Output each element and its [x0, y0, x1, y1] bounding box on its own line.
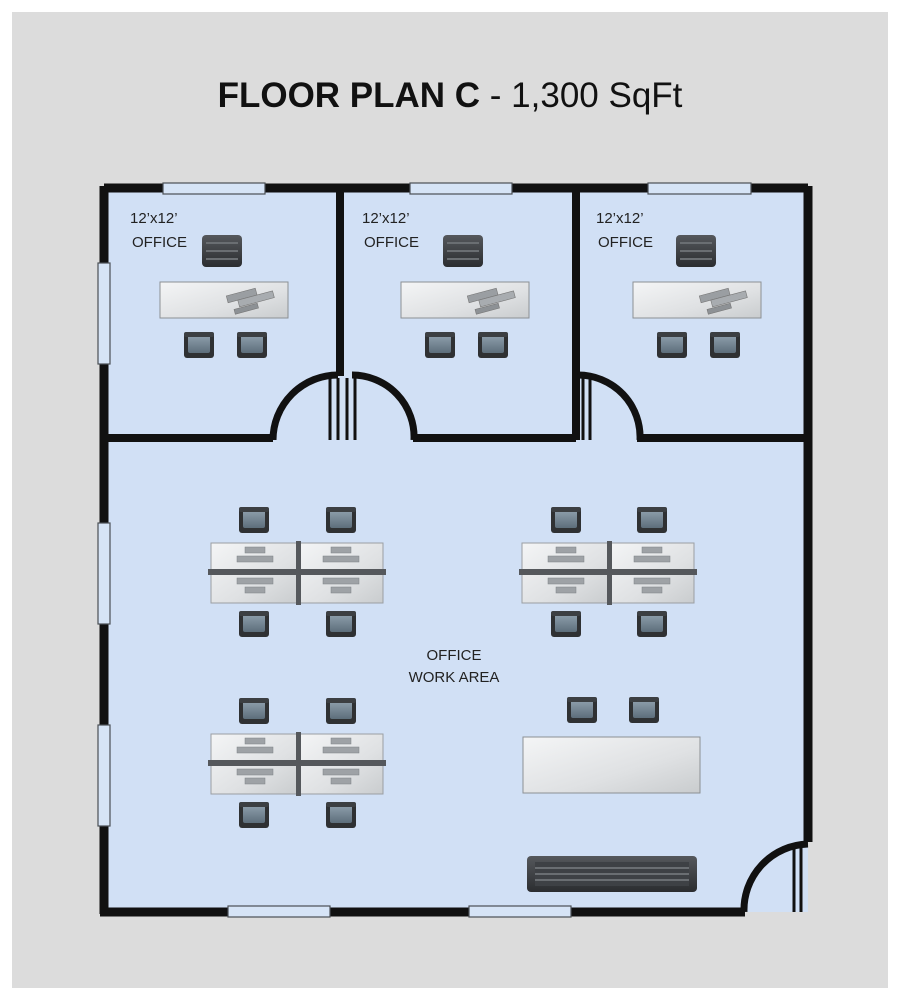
office-3-size: 12’x12’: [596, 210, 644, 227]
office-desk-icon: [632, 281, 762, 319]
office-chair-icon: [675, 234, 717, 268]
task-chair-icon: [551, 507, 581, 533]
task-chair-icon: [637, 611, 667, 637]
workstation-desk-icon: [207, 731, 387, 797]
guest-chair-icon: [425, 332, 455, 358]
sofa-icon: [527, 856, 697, 892]
title-area: - 1,300 SqFt: [480, 76, 683, 115]
task-chair-icon: [326, 507, 356, 533]
door-leaves: [328, 378, 803, 912]
page-title: FLOOR PLAN C - 1,300 SqFt: [0, 76, 900, 116]
office-2: 12’x12’ OFFICE: [362, 210, 530, 358]
task-chair-icon: [239, 611, 269, 637]
large-table-icon: [522, 736, 701, 794]
office-2-size: 12’x12’: [362, 210, 410, 227]
office-chair-icon: [201, 234, 243, 268]
guest-chair-icon: [657, 332, 687, 358]
windows: [97, 182, 752, 918]
title-plan-name: FLOOR PLAN C: [217, 76, 481, 115]
office-1-label: OFFICE: [132, 234, 187, 251]
guest-chair-icon: [237, 332, 267, 358]
work-area-label-1: OFFICE: [427, 647, 482, 664]
guest-chair-icon: [184, 332, 214, 358]
workstation-desk-icon: [207, 540, 387, 606]
work-area-label-2: WORK AREA: [409, 669, 500, 686]
office-1-size: 12’x12’: [130, 210, 178, 227]
task-chair-icon: [637, 507, 667, 533]
task-chair-icon: [629, 697, 659, 723]
guest-chair-icon: [710, 332, 740, 358]
workstation-desk-icon: [518, 540, 698, 606]
task-chair-icon: [326, 698, 356, 724]
office-1: 12’x12’ OFFICE: [130, 210, 289, 358]
office-desk-icon: [159, 281, 289, 319]
office-desk-icon: [400, 281, 530, 319]
office-3: 12’x12’ OFFICE: [596, 210, 762, 358]
task-chair-icon: [239, 698, 269, 724]
task-chair-icon: [567, 697, 597, 723]
task-chair-icon: [239, 802, 269, 828]
task-chair-icon: [326, 611, 356, 637]
task-chair-icon: [326, 802, 356, 828]
task-chair-icon: [239, 507, 269, 533]
large-table-group: [522, 697, 701, 794]
office-2-label: OFFICE: [364, 234, 419, 251]
task-chair-icon: [551, 611, 581, 637]
guest-chair-icon: [478, 332, 508, 358]
office-3-label: OFFICE: [598, 234, 653, 251]
office-chair-icon: [442, 234, 484, 268]
